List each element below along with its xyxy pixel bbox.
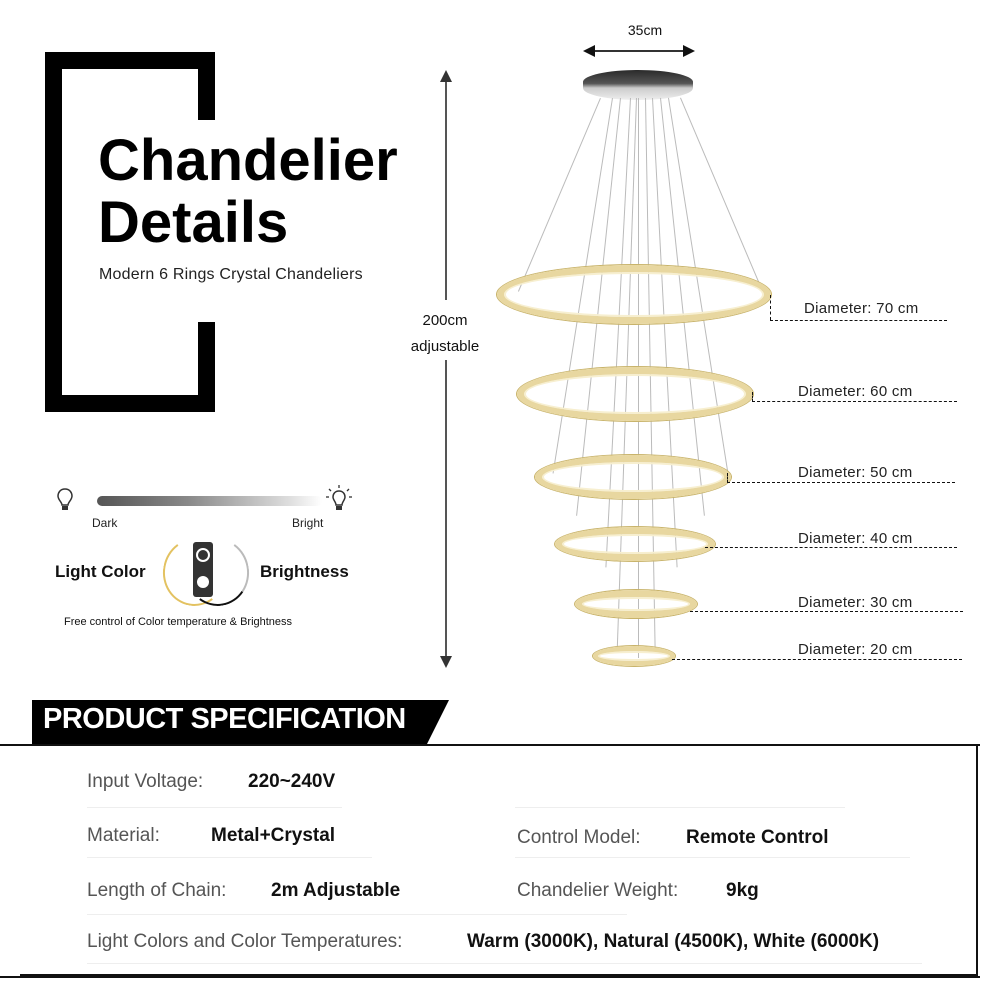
spec-title: PRODUCT SPECIFICATION	[43, 703, 406, 735]
lightbulb-on-icon	[326, 485, 352, 510]
slider-label-bright: Bright	[292, 516, 324, 530]
diameter-label-60: Diameter: 60 cm	[798, 383, 913, 400]
crystal-ring-70cm	[497, 265, 771, 324]
height-label-gap	[400, 300, 495, 360]
bracket-frame-left	[45, 52, 62, 412]
bracket-frame-bottom	[45, 395, 215, 412]
title-line-2: Details	[98, 190, 289, 255]
spec-value-input-voltage: 220~240V	[248, 771, 336, 792]
crystal-ring-30cm	[575, 590, 697, 618]
remote-control-icon	[193, 542, 213, 597]
crystal-ring-40cm	[555, 527, 715, 561]
bracket-frame-top	[45, 52, 215, 69]
spec-value-chain-length: 2m Adjustable	[271, 880, 401, 901]
spec-label-weight: Chandelier Weight:	[517, 880, 679, 901]
diameter-label-20: Diameter: 20 cm	[798, 641, 913, 658]
spec-table-bottom-border	[0, 976, 980, 978]
width-dimension-line	[590, 50, 690, 52]
spec-label-chain-length: Length of Chain:	[87, 880, 227, 901]
height-label: 200cm adjustable	[395, 308, 495, 360]
arrow-up-icon	[440, 70, 452, 82]
spec-label-input-voltage: Input Voltage:	[87, 771, 204, 792]
diameter-label-30: Diameter: 30 cm	[798, 594, 913, 611]
spec-label-light-colors: Light Colors and Color Temperatures:	[87, 931, 403, 952]
arrow-left-icon	[583, 45, 595, 57]
spec-value-material: Metal+Crystal	[211, 825, 336, 846]
diameter-label-70: Diameter: 70 cm	[804, 300, 919, 317]
crystal-ring-20cm	[593, 646, 675, 666]
light-color-label: Light Color	[55, 562, 146, 581]
arrow-right-icon	[683, 45, 695, 57]
height-note: adjustable	[410, 338, 480, 355]
height-dimension-line	[445, 78, 447, 664]
arrow-down-icon	[440, 656, 452, 668]
spec-value-weight: 9kg	[726, 880, 759, 901]
crystal-ring-60cm	[517, 367, 753, 421]
ceiling-canopy	[583, 70, 693, 100]
slider-label-dark: Dark	[92, 516, 118, 530]
bracket-frame-top-right	[198, 52, 215, 120]
spec-header-slant	[427, 700, 449, 744]
title-line-1: Chandelier	[98, 128, 398, 193]
spec-value-control-model: Remote Control	[686, 827, 829, 848]
page-title: Chandelier Details	[98, 130, 398, 254]
spec-header-tab	[32, 700, 427, 744]
canopy-width-label: 35cm	[627, 22, 663, 38]
spec-value-light-colors: Warm (3000K), Natural (4500K), White (60…	[467, 931, 880, 952]
control-caption: Free control of Color temperature & Brig…	[64, 616, 293, 628]
diameter-label-50: Diameter: 50 cm	[798, 464, 913, 481]
spec-table-top-border	[0, 744, 980, 746]
lightbulb-off-icon	[57, 488, 73, 510]
chandelier-illustration	[497, 70, 771, 666]
bracket-frame-bottom-right	[198, 322, 215, 412]
diameter-label-40: Diameter: 40 cm	[798, 530, 913, 547]
spec-label-control-model: Control Model:	[517, 827, 641, 848]
spec-label-material: Material:	[87, 825, 160, 846]
brightness-slider[interactable]	[97, 496, 322, 506]
height-value: 200cm	[422, 312, 468, 329]
crystal-ring-50cm	[535, 455, 731, 499]
page-subtitle: Modern 6 Rings Crystal Chandeliers	[99, 266, 363, 283]
brightness-label: Brightness	[260, 562, 349, 581]
